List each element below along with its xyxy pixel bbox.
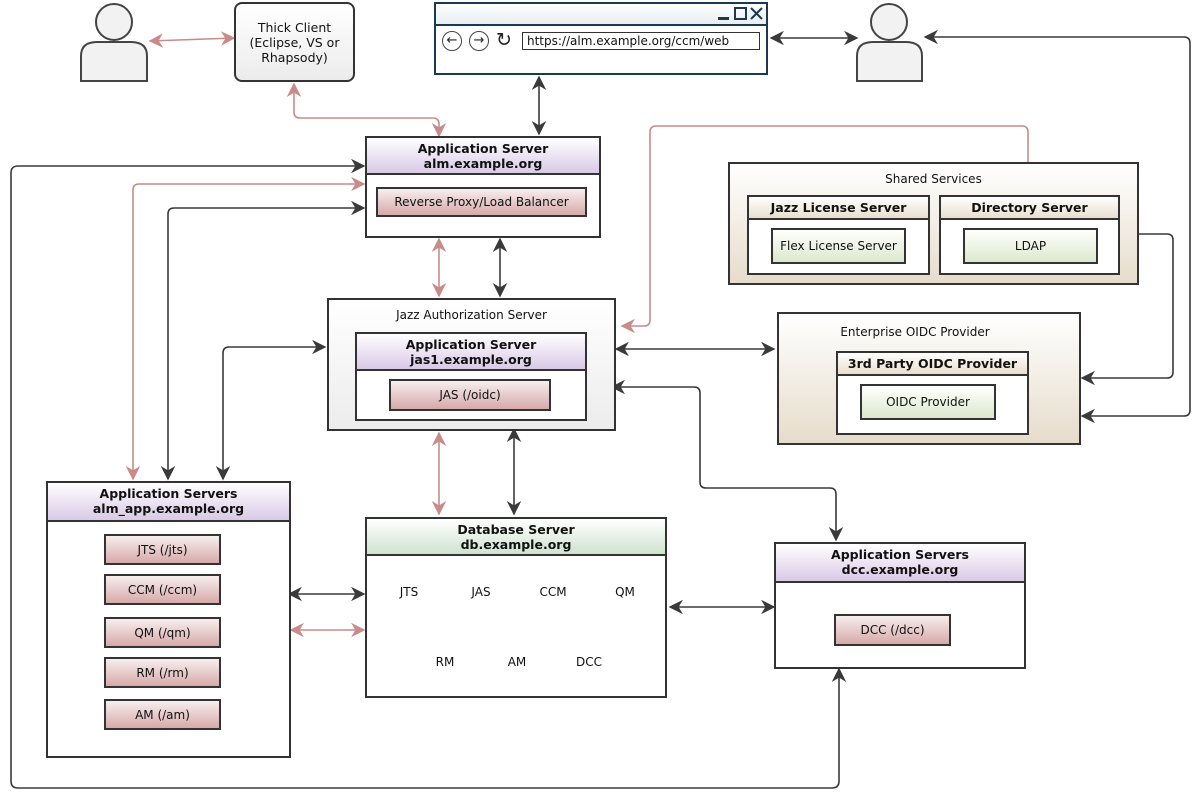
alm-app-servers: Application Servers alm_app.example.org …: [46, 481, 291, 758]
directory-server-header: Directory Server: [941, 197, 1118, 220]
reload-icon[interactable]: ↻: [496, 29, 512, 51]
minimize-icon: [718, 17, 729, 20]
third-party-oidc-header: 3rd Party OIDC Provider: [838, 353, 1027, 376]
app-component-jts: JTS (/jts): [104, 534, 221, 565]
thick-client-subtitle-1: (Eclipse, VS or: [249, 35, 340, 50]
jas-outer-title: Jazz Authorization Server: [396, 308, 547, 322]
alm-application-server: Application Server alm.example.org Rever…: [365, 136, 601, 238]
dcc-title: Application Servers: [831, 547, 969, 562]
maximize-icon: [734, 7, 747, 20]
jas-application-server: Application Server jas1.example.org JAS …: [355, 332, 587, 421]
db-label-dcc: DCC: [576, 655, 602, 669]
thick-client-label: Thick Client: [257, 20, 332, 35]
edge-alm-almapp: [160, 200, 366, 481]
flex-license-component: Flex License Server: [771, 228, 906, 264]
browser-titlebar: [436, 4, 766, 26]
edge-directory-oidc: [1080, 226, 1174, 386]
jas-server-header: Application Server jas1.example.org: [357, 334, 585, 371]
shared-services-group: Shared Services Jazz License Server Flex…: [728, 162, 1139, 285]
directory-server-box: Directory Server LDAP: [939, 195, 1120, 275]
edge-alm-dcc-loop: [10, 158, 847, 789]
alm-app-host: alm_app.example.org: [92, 501, 245, 516]
edge-alm-almapp-red: [125, 176, 366, 481]
db-label-ccm: CCM: [539, 585, 567, 599]
dcc-host: dcc.example.org: [841, 562, 959, 577]
edge-user-thickclient: [148, 31, 236, 48]
database-server-header: Database Server db.example.org: [367, 519, 665, 556]
db-label-jts: JTS: [399, 585, 419, 599]
alm-server-title: Application Server: [417, 141, 549, 156]
alm-server-host: alm.example.org: [423, 156, 543, 171]
jas-server-host: jas1.example.org: [410, 352, 532, 367]
license-server-header: Jazz License Server: [749, 197, 928, 220]
enterprise-oidc-provider: Enterprise OIDC Provider 3rd Party OIDC …: [777, 312, 1081, 445]
database-server-host: db.example.org: [460, 537, 572, 552]
app-component-qm: QM (/qm): [104, 617, 221, 648]
app-component-am: AM (/am): [104, 699, 221, 730]
user-left-icon: [80, 3, 148, 82]
edge-thickclient-alm: [286, 82, 447, 138]
browser-window: ← → ↻ https://alm.example.org/ccm/web: [434, 2, 768, 75]
dcc-app-servers: Application Servers dcc.example.org DCC …: [774, 542, 1026, 669]
database-server-title: Database Server: [457, 522, 575, 537]
oidc-provider-component: OIDC Provider: [860, 384, 996, 420]
jas-oidc-component: JAS (/oidc): [389, 379, 551, 411]
ldap-component: LDAP: [963, 228, 1098, 264]
window-controls: [718, 7, 763, 20]
edge-user-oidc: [923, 29, 1191, 424]
back-button[interactable]: ←: [442, 31, 462, 51]
thick-client-subtitle-2: Rhapsody): [261, 50, 328, 65]
shared-services-title: Shared Services: [885, 172, 982, 186]
db-label-am: AM: [507, 655, 527, 669]
app-component-ccm: CCM (/ccm): [104, 574, 221, 605]
alm-server-header: Application Server alm.example.org: [367, 138, 599, 175]
dcc-component: DCC (/dcc): [834, 614, 951, 646]
oidc-outer-title: Enterprise OIDC Provider: [840, 325, 990, 339]
app-component-rm: RM (/rm): [104, 657, 221, 688]
db-label-qm: QM: [615, 585, 635, 599]
database-server: Database Server db.example.org: [365, 517, 667, 698]
license-server-box: Jazz License Server Flex License Server: [747, 195, 930, 275]
close-icon: [750, 7, 763, 20]
db-label-jas: JAS: [471, 585, 491, 599]
third-party-oidc-box: 3rd Party OIDC Provider OIDC Provider: [836, 351, 1029, 435]
reverse-proxy-component: Reverse Proxy/Load Balancer: [376, 187, 587, 217]
alm-app-header: Application Servers alm_app.example.org: [48, 483, 289, 522]
forward-button[interactable]: →: [469, 31, 489, 51]
dcc-header: Application Servers dcc.example.org: [776, 544, 1024, 583]
alm-app-title: Application Servers: [99, 486, 238, 501]
edge-jas-almapp: [215, 339, 327, 481]
db-label-rm: RM: [435, 655, 455, 669]
jas-server-title: Application Server: [405, 337, 537, 352]
user-right-icon: [856, 3, 923, 82]
thick-client-box: Thick Client (Eclipse, VS or Rhapsody): [234, 2, 355, 82]
address-bar[interactable]: https://alm.example.org/ccm/web: [522, 32, 760, 50]
jazz-authorization-server: Jazz Authorization Server Application Se…: [327, 298, 616, 431]
